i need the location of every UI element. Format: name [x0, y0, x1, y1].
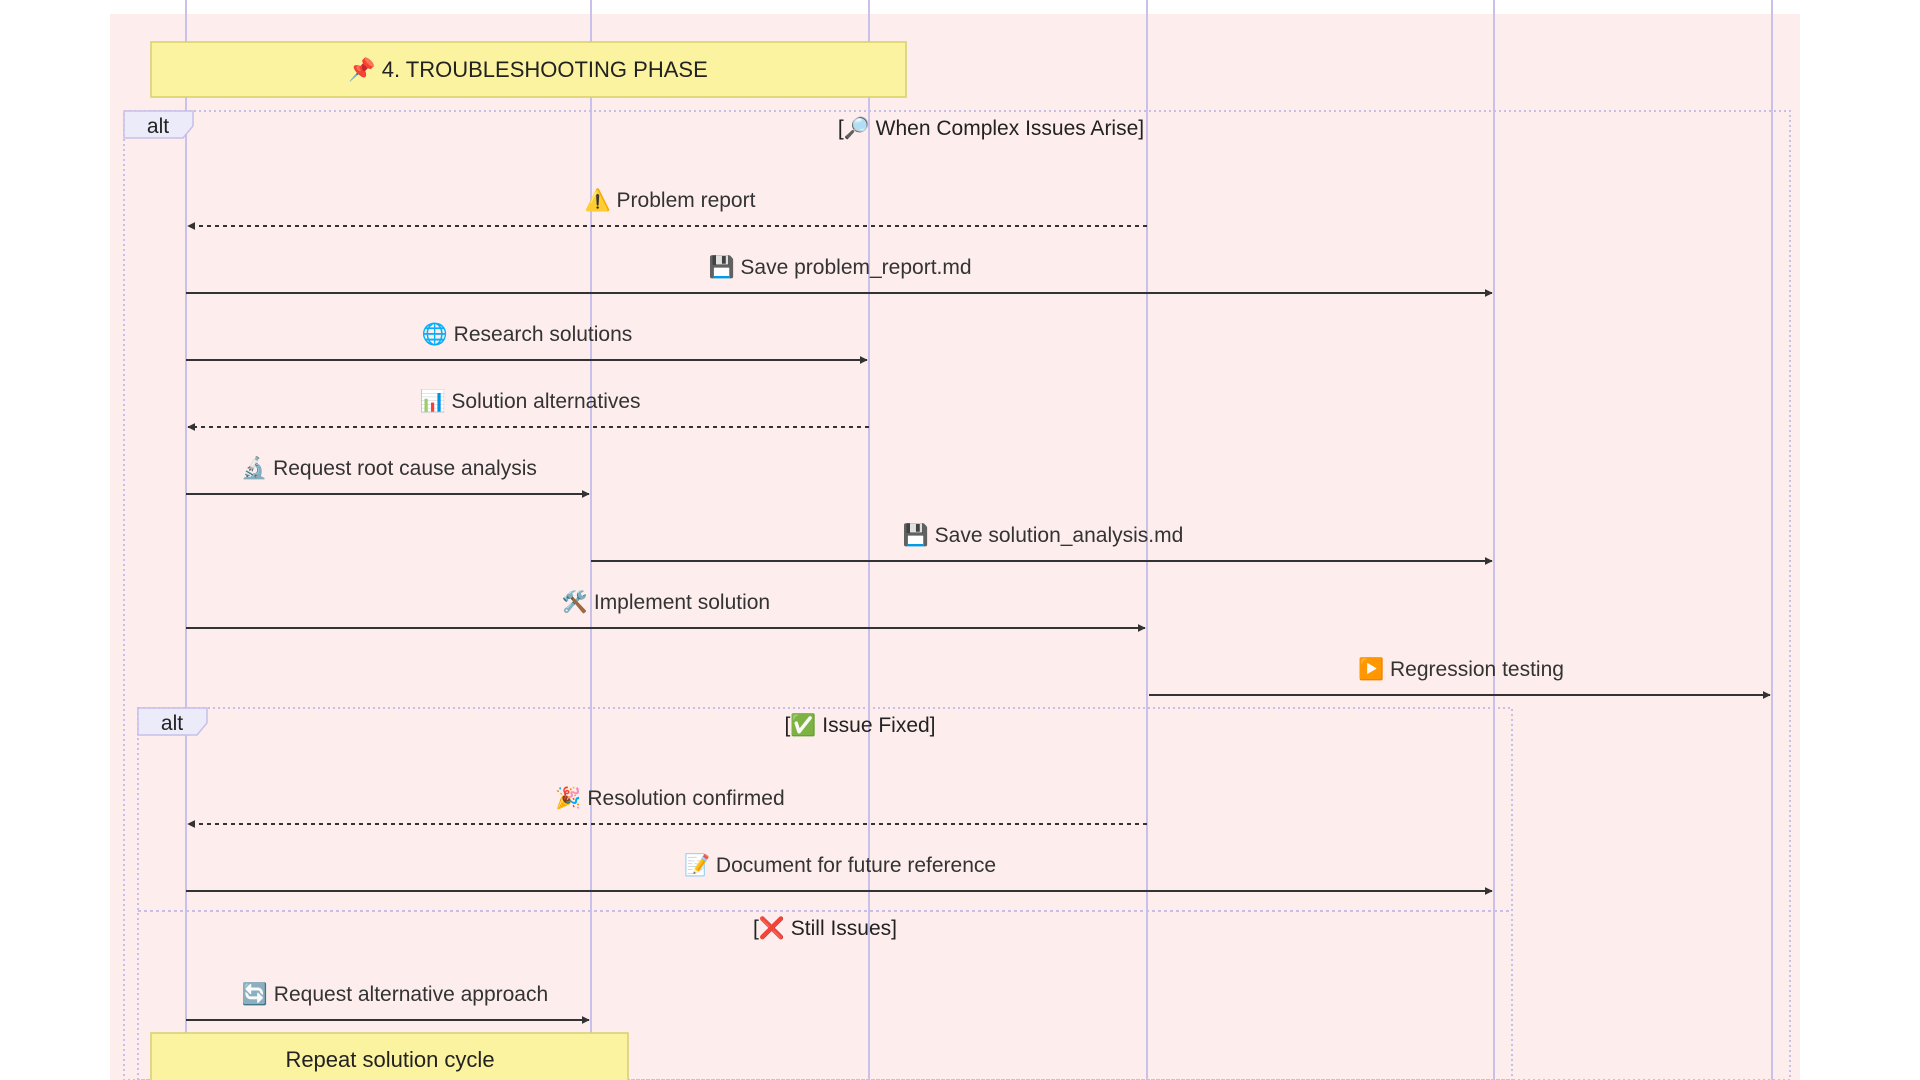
message-label-solution-alternatives: 📊 Solution alternatives [419, 388, 640, 413]
phase-background [110, 14, 1800, 1080]
message-label-research-solutions: 🌐 Research solutions [422, 321, 633, 346]
alt-inner-condition-fixed: [✅ Issue Fixed] [784, 712, 935, 737]
lifelines [185, 0, 1773, 1080]
repeat-note-label: Repeat solution cycle [285, 1047, 494, 1072]
phase-note-box [150, 41, 907, 98]
message-label-request-root-cause: 🔬 Request root cause analysis [241, 455, 537, 480]
alt-inner-border [137, 707, 1513, 1080]
phase-note: 📌 4. TROUBLESHOOTING PHASE [150, 41, 907, 98]
alt-inner-condition-still: [❌ Still Issues] [753, 915, 897, 941]
repeat-note: Repeat solution cycle [150, 1032, 629, 1080]
alt-outer-condition: [🔎 When Complex Issues Arise] [838, 114, 1144, 140]
message-label-regression-testing: ▶️ Regression testing [1358, 656, 1564, 681]
alt-inner-frame: alt [✅ Issue Fixed] [❌ Still Issues] [137, 707, 1513, 1080]
repeat-note-box [150, 1032, 629, 1080]
message-label-save-problem-report: 💾 Save problem_report.md [708, 254, 971, 279]
alt-outer-border [123, 110, 1791, 1080]
message-label-request-alternative-approach: 🔄 Request alternative approach [242, 981, 548, 1006]
alt-inner-keyword: alt [161, 712, 183, 735]
messages-inner: 🎉 Resolution confirmed 📝 Document for fu… [186, 785, 1493, 1024]
alt-inner-label-tab [137, 707, 208, 736]
message-label-save-solution-analysis: 💾 Save solution_analysis.md [903, 522, 1184, 547]
messages-outer: ⚠️ Problem report 💾 Save problem_report.… [186, 187, 1771, 699]
alt-outer-label-tab [123, 110, 194, 139]
alt-outer-keyword: alt [147, 115, 169, 138]
message-label-document-future-reference: 📝 Document for future reference [684, 852, 996, 877]
message-label-problem-report: ⚠️ Problem report [585, 187, 756, 212]
alt-outer-frame: alt [🔎 When Complex Issues Arise] [123, 110, 1791, 1080]
message-label-implement-solution: 🛠️ Implement solution [562, 589, 770, 614]
phase-note-label: 📌 4. TROUBLESHOOTING PHASE [348, 56, 708, 82]
message-label-resolution-confirmed: 🎉 Resolution confirmed [555, 785, 784, 811]
